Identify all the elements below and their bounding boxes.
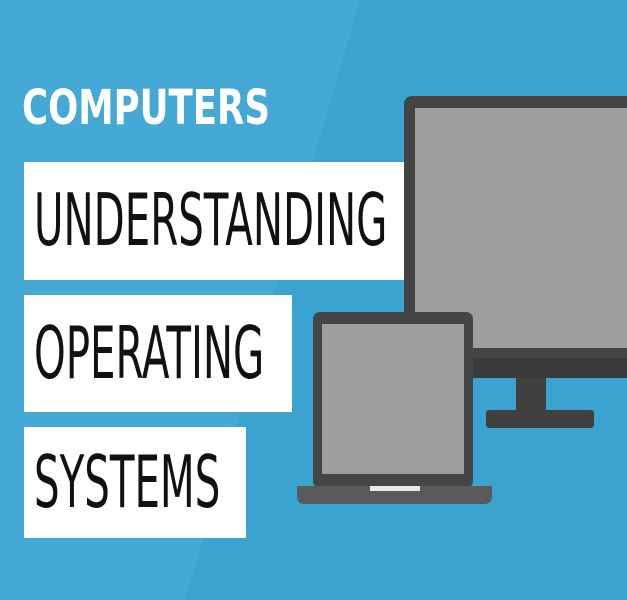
title-box-1: UNDERSTANDING — [24, 162, 414, 280]
title-box-3: SYSTEMS — [24, 427, 246, 538]
category-label: COMPUTERS — [22, 80, 270, 136]
title-box-2: OPERATING — [24, 295, 292, 412]
laptop-icon — [297, 312, 492, 504]
title-line-1: UNDERSTANDING — [34, 178, 388, 262]
title-line-2: OPERATING — [34, 311, 265, 395]
title-line-3: SYSTEMS — [34, 440, 221, 524]
desktop-monitor-icon — [404, 96, 627, 428]
